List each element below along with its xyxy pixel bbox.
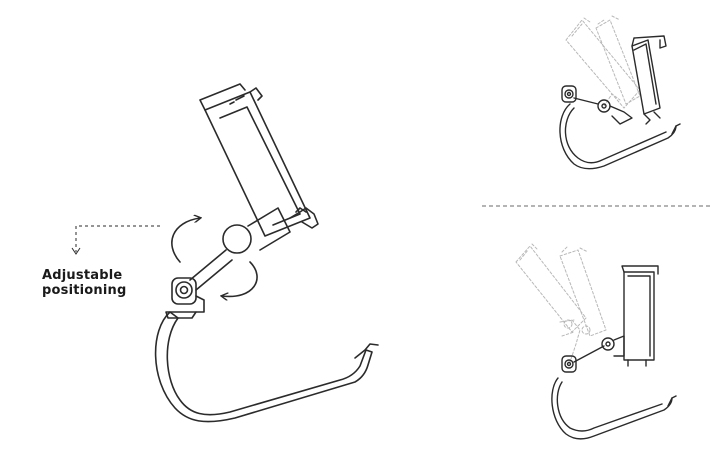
- ball-joint: [222, 224, 252, 254]
- pivot-hub: [171, 277, 205, 313]
- rotate-arrow-icon: [171, 218, 200, 263]
- dashed-arrow-icon: [71, 247, 81, 255]
- variant-tilted: [515, 243, 677, 440]
- phone-clamp: [199, 83, 319, 251]
- variant-rotated: [559, 15, 681, 170]
- annotation-pointer: [75, 225, 160, 252]
- main-device: [154, 83, 379, 423]
- base-arm: [154, 311, 373, 423]
- adjustable-positioning-label: Adjustable positioning: [42, 268, 127, 298]
- connecting-arm: [189, 249, 233, 291]
- rotate-arrow-icon: [222, 261, 258, 296]
- label-line-2: positioning: [42, 283, 127, 298]
- label-line-1: Adjustable: [42, 268, 123, 283]
